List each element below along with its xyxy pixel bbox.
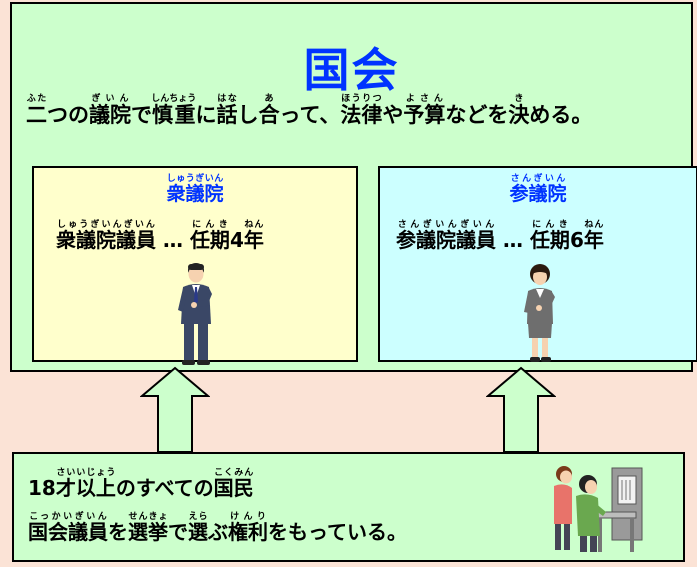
upper-house-box: 参議院さんぎいん 参議院議員さんぎいんぎいん … 任期にんき6年ねん: [378, 166, 697, 362]
female-politician-icon: [520, 262, 560, 368]
voting-people-icon: [542, 462, 652, 558]
diet-box: 国会 二ふたつの議院ぎいんで慎重しんちょうに話はなし合あって、法律ほうりつや予算…: [10, 2, 697, 372]
lower-house-member-term: 衆議院議員しゅうぎいんぎいん … 任期にんき4年ねん: [56, 220, 264, 252]
diet-title: 国会: [303, 43, 400, 97]
citizens-line-2: 国会議員こっかいぎいんを選挙せんきょで選えらぶ権利けんりをもっている。: [28, 512, 407, 544]
upper-house-member-term: 参議院議員さんぎいんぎいん … 任期にんき6年ねん: [396, 220, 604, 252]
diet-description: 二ふたつの議院ぎいんで慎重しんちょうに話はなし合あって、法律ほうりつや予算よさん…: [26, 94, 593, 127]
male-politician-icon: [174, 260, 218, 370]
up-arrow-icon: [139, 366, 211, 458]
citizens-line-1: 18才以上さいいじょうのすべての国民こくみん: [28, 468, 254, 500]
up-arrow-icon: [485, 366, 557, 458]
lower-house-box: 衆議院しゅうぎいん 衆議院議員しゅうぎいんぎいん … 任期にんき4年ねん: [32, 166, 358, 365]
lower-house-name: 衆議院しゅうぎいん: [166, 174, 224, 205]
citizens-box: 18才以上さいいじょうのすべての国民こくみん 国会議員こっかいぎいんを選挙せんき…: [12, 452, 685, 562]
upper-house-name: 参議院さんぎいん: [509, 174, 567, 205]
